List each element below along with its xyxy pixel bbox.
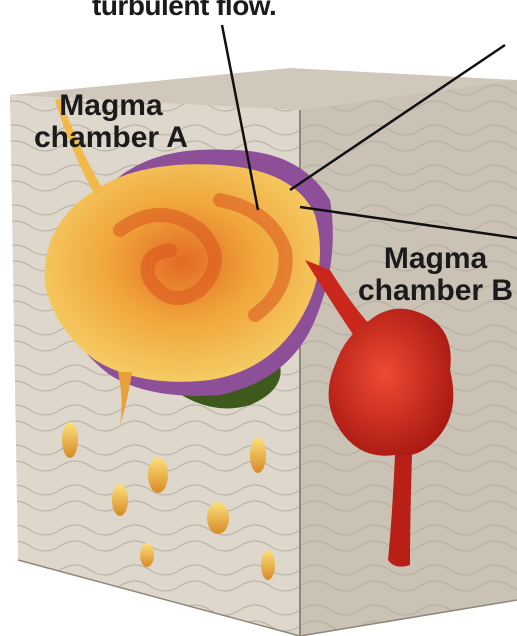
caption-text: turbulent flow.	[92, 0, 276, 20]
magma-chamber-a-label: Magma chamber A	[34, 90, 188, 153]
magma-blob	[148, 457, 168, 493]
chamber-b-label-line1: Magma	[358, 243, 513, 275]
magma-blob	[250, 437, 266, 473]
magma-blob	[112, 484, 128, 516]
magma-blob	[140, 543, 154, 567]
magma-blob	[261, 550, 275, 580]
magma-blob	[207, 502, 229, 534]
magma-blob	[62, 422, 78, 458]
chamber-a-label-line1: Magma	[34, 90, 188, 122]
magma-chamber-b-label: Magma chamber B	[358, 243, 513, 306]
chamber-b-label-line2: chamber B	[358, 275, 513, 307]
chamber-a-label-line2: chamber A	[34, 122, 188, 154]
